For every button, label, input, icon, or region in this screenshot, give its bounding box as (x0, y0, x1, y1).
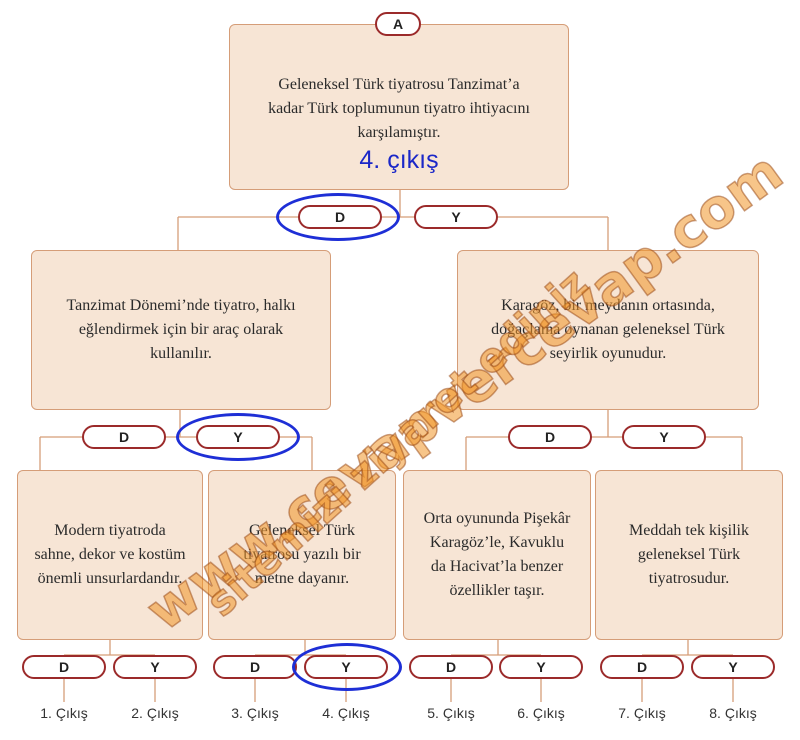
top-true-pill[interactable]: D (298, 205, 382, 229)
statement-box-a: Geleneksel Türk tiyatrosu Tanzimat’a kad… (229, 24, 569, 190)
statement-a-text: Geleneksel Türk tiyatrosu Tanzimat’a kad… (268, 76, 530, 141)
left-false-pill[interactable]: Y (196, 425, 280, 449)
box4-true-pill[interactable]: D (600, 655, 684, 679)
statement-box-4: Meddah tek kişilik geleneksel Türk tiyat… (595, 470, 783, 640)
statement-3-text: Orta oyununda Pişekâr Karagöz’le, Kavukl… (423, 510, 571, 599)
exit-6: 6. Çıkış (517, 705, 565, 721)
statement-left-text: Tanzimat Dönemi’nde tiyatro, halkı eğlen… (66, 297, 296, 362)
right-false-pill[interactable]: Y (622, 425, 706, 449)
box2-false-pill[interactable]: Y (304, 655, 388, 679)
exit-7: 7. Çıkış (618, 705, 666, 721)
right-true-pill[interactable]: D (508, 425, 592, 449)
statement-box-left: Tanzimat Dönemi’nde tiyatro, halkı eğlen… (31, 250, 331, 410)
exit-1: 1. Çıkış (40, 705, 88, 721)
statement-right-text: Karagöz, bir meydanın ortasında, doğaçla… (491, 297, 725, 362)
box1-false-pill[interactable]: Y (113, 655, 197, 679)
top-false-pill[interactable]: Y (414, 205, 498, 229)
left-true-pill[interactable]: D (82, 425, 166, 449)
box3-true-pill[interactable]: D (409, 655, 493, 679)
statement-box-2: Geleneksel Türk tiyatrosu yazılı bir met… (208, 470, 396, 640)
box2-true-pill[interactable]: D (213, 655, 297, 679)
exit-2: 2. Çıkış (131, 705, 179, 721)
exit-8: 8. Çıkış (709, 705, 757, 721)
start-label-a: A (375, 12, 421, 36)
statement-box-3: Orta oyununda Pişekâr Karagöz’le, Kavukl… (403, 470, 591, 640)
exit-3: 3. Çıkış (231, 705, 279, 721)
statement-4-text: Meddah tek kişilik geleneksel Türk tiyat… (629, 522, 749, 587)
box3-false-pill[interactable]: Y (499, 655, 583, 679)
statement-2-text: Geleneksel Türk tiyatrosu yazılı bir met… (243, 522, 361, 587)
statement-box-1: Modern tiyatroda sahne, dekor ve kostüm … (17, 470, 203, 640)
exit-4: 4. Çıkış (322, 705, 370, 721)
statement-1-text: Modern tiyatroda sahne, dekor ve kostüm … (34, 522, 186, 587)
answer-text: 4. çıkış (359, 146, 439, 174)
exit-5: 5. Çıkış (427, 705, 475, 721)
box1-true-pill[interactable]: D (22, 655, 106, 679)
box4-false-pill[interactable]: Y (691, 655, 775, 679)
statement-box-right: Karagöz, bir meydanın ortasında, doğaçla… (457, 250, 759, 410)
